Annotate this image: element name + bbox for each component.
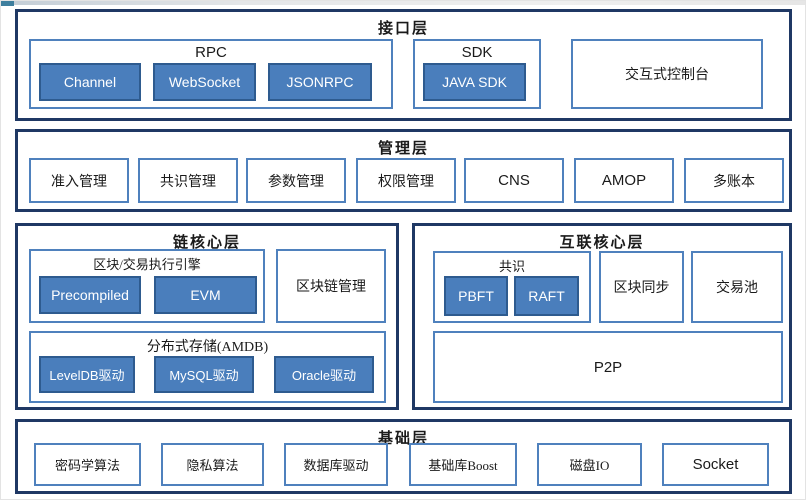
box-admission-mgmt: 准入管理 xyxy=(29,158,129,203)
box-jsonrpc: JSONRPC xyxy=(268,63,372,101)
box-interactive-console: 交互式控制台 xyxy=(571,39,763,109)
layer-chain-core: 链核心层 区块/交易执行引擎 Precompiled EVM 区块链管理 分布式… xyxy=(15,223,399,410)
box-block-sync: 区块同步 xyxy=(599,251,684,323)
box-crypto-algorithms: 密码学算法 xyxy=(34,443,141,486)
box-amop: AMOP xyxy=(574,158,674,203)
box-permission-mgmt: 权限管理 xyxy=(356,158,456,203)
layer-interconnect-core: 互联核心层 共识 PBFT RAFT 区块同步 交易池 P2P xyxy=(412,223,792,410)
group-rpc: RPC Channel WebSocket JSONRPC xyxy=(29,39,393,109)
box-websocket: WebSocket xyxy=(153,63,256,101)
box-disk-io: 磁盘IO xyxy=(537,443,642,486)
group-execution-engine-title: 区块/交易执行引擎 xyxy=(93,257,201,272)
box-precompiled: Precompiled xyxy=(39,276,141,314)
box-pbft: PBFT xyxy=(444,276,508,316)
group-sdk: SDK JAVA SDK xyxy=(413,39,541,109)
box-blockchain-mgmt: 区块链管理 xyxy=(276,249,386,323)
box-tx-pool: 交易池 xyxy=(691,251,783,323)
group-distributed-storage-title: 分布式存储(AMDB) xyxy=(146,340,269,355)
group-distributed-storage: 分布式存储(AMDB) LevelDB驱动 MySQL驱动 Oracle驱动 xyxy=(29,331,386,403)
layer-management-title: 管理层 xyxy=(377,141,429,157)
layer-management: 管理层 准入管理 共识管理 参数管理 权限管理 CNS AMOP 多账本 xyxy=(15,129,792,212)
layer-interface-title: 接口层 xyxy=(377,21,429,37)
bottom-edge-artifact xyxy=(1,1,805,5)
box-raft: RAFT xyxy=(514,276,579,316)
box-parameter-mgmt: 参数管理 xyxy=(246,158,346,203)
box-channel: Channel xyxy=(39,63,141,101)
layer-interconnect-core-title: 互联核心层 xyxy=(559,235,645,251)
box-privacy-algorithms: 隐私算法 xyxy=(161,443,264,486)
group-execution-engine: 区块/交易执行引擎 Precompiled EVM xyxy=(29,249,265,323)
box-database-drivers: 数据库驱动 xyxy=(284,443,388,486)
box-p2p: P2P xyxy=(433,331,783,403)
group-sdk-title: SDK xyxy=(461,44,493,61)
box-boost-library: 基础库Boost xyxy=(409,443,517,486)
group-consensus: 共识 PBFT RAFT xyxy=(433,251,591,323)
box-oracle-driver: Oracle驱动 xyxy=(274,356,374,393)
layer-chain-core-title: 链核心层 xyxy=(172,235,241,251)
box-socket: Socket xyxy=(662,443,769,486)
box-java-sdk: JAVA SDK xyxy=(423,63,526,101)
corner-mark xyxy=(1,1,14,6)
group-rpc-title: RPC xyxy=(195,44,227,61)
box-mysql-driver: MySQL驱动 xyxy=(154,356,254,393)
box-consensus-mgmt: 共识管理 xyxy=(138,158,238,203)
group-consensus-title: 共识 xyxy=(498,259,525,274)
layer-base: 基础层 密码学算法 隐私算法 数据库驱动 基础库Boost 磁盘IO Socke… xyxy=(15,419,792,494)
box-cns: CNS xyxy=(464,158,564,203)
box-evm: EVM xyxy=(154,276,257,314)
layer-interface: 接口层 RPC Channel WebSocket JSONRPC SDK JA… xyxy=(15,9,792,121)
box-multi-ledger: 多账本 xyxy=(684,158,784,203)
box-leveldb-driver: LevelDB驱动 xyxy=(39,356,135,393)
